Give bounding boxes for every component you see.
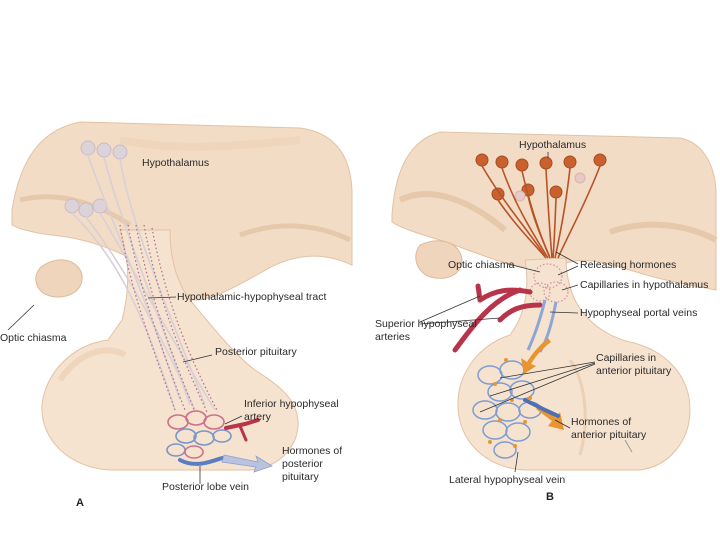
panel-a-capillaries	[166, 410, 232, 459]
panel-a-label-hypothalamus: Hypothalamus	[142, 157, 209, 169]
panel-a-tract-fibers	[119, 224, 219, 413]
panel-a-illustration	[11, 121, 353, 473]
panel-b-optic-chiasma-shape	[415, 240, 463, 279]
panel-a-label-hormones-1: Hormones of	[282, 445, 342, 457]
panel-a-vein	[178, 456, 224, 466]
panel-a-leaders	[7, 296, 243, 484]
panel-b-label-releasing-hormones: Releasing hormones	[580, 259, 676, 271]
panel-b-label-superior-arteries-2: arteries	[375, 331, 410, 343]
panel-b-flow-arrow-lower	[536, 405, 564, 430]
panel-b-label-optic-chiasma: Optic chiasma	[448, 259, 515, 271]
panel-b-axons	[481, 165, 601, 259]
panel-b-neurons-faint	[514, 172, 586, 202]
panel-a-label-hormones-3: pituitary	[282, 471, 320, 483]
panel-a-hormone-arrow	[221, 454, 273, 473]
panel-b-neurons	[475, 153, 607, 201]
panel-b-superior-arteries	[452, 283, 543, 353]
panel-a-label-optic-chiasma: Optic chiasma	[0, 332, 67, 344]
panel-a-artery	[224, 418, 260, 430]
panel-b-letter: B	[546, 491, 554, 503]
panel-a-optic-chiasma-shape	[35, 259, 83, 298]
panel-a-label-tract: Hypothalamic-hypophyseal tract	[177, 291, 326, 303]
panel-a-label-lobe-vein: Posterior lobe vein	[162, 481, 249, 493]
panel-a-label-inferior-artery-1: Inferior hypophyseal	[244, 398, 339, 410]
panel-b-flow-arrow-upper	[521, 338, 551, 374]
panel-a-label-posterior-pituitary: Posterior pituitary	[215, 346, 297, 358]
panel-b-label-capillaries-anterior-1: Capillaries in	[596, 352, 656, 364]
panel-b-label-capillaries-hypothalamus: Capillaries in hypothalamus	[580, 279, 708, 291]
panel-b-label-hormones-anterior-1: Hormones of	[571, 416, 631, 428]
panel-b-leaders	[419, 152, 596, 473]
panel-b-label-capillaries-anterior-2: anterior pituitary	[596, 365, 672, 377]
panel-a-label-hormones-2: posterior	[282, 458, 323, 470]
panel-a-label-inferior-artery-2: artery	[244, 411, 272, 423]
panel-b-label-superior-arteries-1: Superior hypophyseal	[375, 318, 477, 330]
panel-b-hypothalamic-capillaries	[529, 263, 569, 303]
panel-a-hypothalamus-shape	[11, 121, 353, 301]
panel-b-lateral-vein	[523, 398, 560, 418]
panel-a-axons	[71, 154, 216, 411]
panel-b-label-hormones-anterior-2: anterior pituitary	[571, 429, 647, 441]
panel-b-label-hypothalamus: Hypothalamus	[519, 139, 586, 151]
panel-b-label-lateral-vein: Lateral hypophyseal vein	[449, 474, 565, 486]
panel-b-illustration	[391, 131, 718, 471]
panel-b-label-portal-veins: Hypophyseal portal veins	[580, 307, 697, 319]
panel-a-letter: A	[76, 497, 84, 509]
